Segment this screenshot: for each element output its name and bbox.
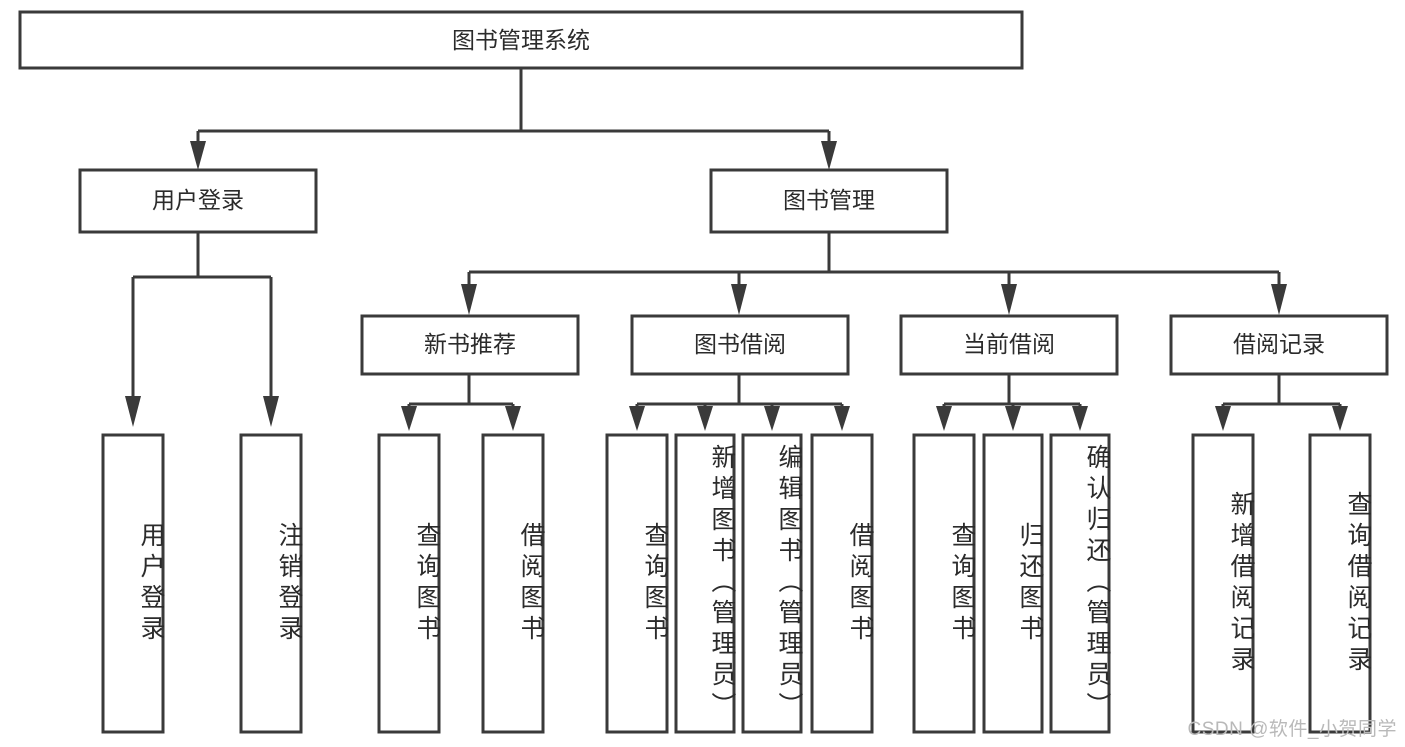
node-user-login-label: 用户登录 [152,187,244,213]
node-current-borrow-box[interactable] [899,314,1119,376]
node-book-manage-box[interactable] [709,168,949,234]
arrowhead-br-leaf-2 [1332,406,1348,431]
leaf-box-user-login-1[interactable] [101,433,165,734]
leaf-box-book-borrow-2[interactable] [674,433,736,734]
arrowhead-borrow-record [1271,284,1287,315]
node-new-book-recommend-label: 新书推荐 [424,331,516,357]
arrowhead-br-leaf-1 [1215,406,1231,431]
leaf-box-book-borrow-1[interactable] [605,433,669,734]
node-borrow-record[interactable]: 借阅记录 [1169,314,1389,376]
node-user-login[interactable]: 用户登录 [78,168,318,234]
connectors-layer [125,68,1348,431]
node-book-borrow[interactable]: 图书借阅 [630,314,850,376]
leaf-box-user-login-2[interactable] [239,433,303,734]
node-book-borrow-label: 图书借阅 [694,331,786,357]
leaf-box-current-borrow-2[interactable] [982,433,1044,734]
arrowhead-cb-leaf-3 [1072,406,1088,431]
leaf-box-new-book-1[interactable] [377,433,441,734]
arrowhead-book-borrow [731,284,747,315]
arrowhead-book-manage [821,141,837,170]
leaf-box-new-book-2[interactable] [481,433,545,734]
arrowhead-bb-leaf-3 [764,406,780,431]
nodes-layer: 图书管理系统 用户登录 图书管理 新书推荐 图书借阅 当前 [18,10,1389,734]
arrowhead-leaf-user-login [125,396,141,427]
arrowhead-bb-leaf-2 [697,406,713,431]
node-book-borrow-box[interactable] [630,314,850,376]
leaf-box-borrow-record-2[interactable] [1308,433,1372,734]
node-new-book-recommend[interactable]: 新书推荐 [360,314,580,376]
node-root-label: 图书管理系统 [452,27,590,53]
watermark-text: CSDN @软件_小贺同学 [1187,719,1397,740]
node-borrow-record-box[interactable] [1169,314,1389,376]
leaf-box-current-borrow-1[interactable] [912,433,976,734]
node-current-borrow-label: 当前借阅 [963,331,1055,357]
node-new-book-recommend-box[interactable] [360,314,580,376]
arrowhead-current-borrow [1001,284,1017,315]
arrowhead-user-login [190,141,206,170]
node-user-login-box[interactable] [78,168,318,234]
arrowhead-leaf-logout [263,396,279,427]
node-root-box[interactable] [18,10,1024,70]
arrowhead-bb-leaf-1 [629,406,645,431]
arrowhead-bb-leaf-4 [834,406,850,431]
leaf-box-book-borrow-4[interactable] [810,433,874,734]
leaf-box-borrow-record-1[interactable] [1191,433,1255,734]
node-root[interactable]: 图书管理系统 [18,10,1024,70]
arrowhead-cb-leaf-1 [936,406,952,431]
leaf-box-current-borrow-3[interactable] [1049,433,1111,734]
node-book-manage[interactable]: 图书管理 [709,168,949,234]
node-current-borrow[interactable]: 当前借阅 [899,314,1119,376]
node-book-manage-label: 图书管理 [783,187,875,213]
arrowhead-new-book [461,284,477,315]
arrowhead-cb-leaf-2 [1005,406,1021,431]
arrowhead-nb-leaf-2 [505,406,521,431]
leaf-box-book-borrow-3[interactable] [741,433,803,734]
node-borrow-record-label: 借阅记录 [1233,331,1325,357]
arrowhead-nb-leaf-1 [401,406,417,431]
